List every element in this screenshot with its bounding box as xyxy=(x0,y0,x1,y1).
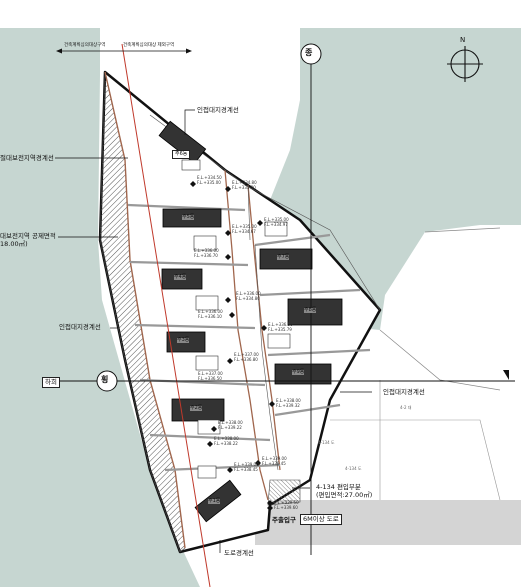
adjacent-boundary-label-right: 인접대지경계선 xyxy=(383,388,425,396)
elevation-label: F.L.+334.67 xyxy=(232,229,256,234)
brown-site-edge xyxy=(104,71,186,549)
elevation-label: E.L.+335.00 xyxy=(232,224,257,229)
parcel-note: 4-2 대 xyxy=(400,405,412,410)
elevation-label: F.L.+339.22 xyxy=(218,425,242,430)
elevation-label: E.L.+339.50 xyxy=(274,500,299,505)
zone-arrow-right xyxy=(186,48,192,54)
road-boundary-label: 도로경계선 xyxy=(224,549,254,557)
elevation-label: E.L.+337.00 xyxy=(198,371,223,376)
deduction-label-1: 대보전지역 공제면적 xyxy=(0,232,56,240)
entrance-label: 주출입구 xyxy=(272,516,296,524)
leader-lines xyxy=(55,109,372,553)
compass-label: N xyxy=(460,36,466,44)
elevation-label: F.L.+334.80 xyxy=(236,296,260,301)
elevation-label: F.L.+339.60 xyxy=(274,505,298,510)
zone-arrow-left xyxy=(56,48,62,54)
adjacent-boundary-label-top: 인접대지경계선 xyxy=(197,106,239,114)
elevation-label: E.L.+339.00 xyxy=(262,456,287,461)
green-zone-right xyxy=(270,28,521,330)
elevation-label: F.L.+336.70 xyxy=(194,253,218,258)
elevation-label: F.L.+336.80 xyxy=(234,357,258,362)
central-path-1 xyxy=(224,169,269,501)
elevation-label: F.L.+335.00 xyxy=(197,180,221,185)
north-compass-icon xyxy=(447,46,483,82)
elevation-label: F.L.+338.22 xyxy=(214,441,238,446)
site-name-badge: 하희 xyxy=(42,377,60,388)
vertical-axis-marker xyxy=(300,43,322,65)
elevation-label: F.L.+339.32 xyxy=(276,403,300,408)
horizontal-axis-marker xyxy=(96,370,118,392)
building-label: 주3동 xyxy=(177,337,190,343)
hatch-strip-annex xyxy=(267,479,301,506)
central-path-2 xyxy=(247,184,281,471)
elevation-markers xyxy=(190,181,275,511)
elevation-label: E.L.+336.50 xyxy=(268,322,293,327)
adjacent-boundary-label-left: 인접대지경계선 xyxy=(59,323,101,331)
elevation-label: F.L.+335.79 xyxy=(268,327,292,332)
building-label: 주1동 xyxy=(208,498,221,504)
elevation-label: F.L.+336.50 xyxy=(198,376,222,381)
annex-label-2: (편입면적:27.00㎡) xyxy=(316,491,373,499)
elevation-label: E.L.+336.00 xyxy=(198,309,223,314)
green-zone-left xyxy=(0,28,200,587)
absolute-zone-label: 절대보전지역경계선 xyxy=(0,154,54,162)
zone-divider-line xyxy=(121,43,211,587)
annex-label-1: 4-134 편입부분 xyxy=(316,483,361,491)
elevation-label: E.L.+335.00 xyxy=(264,217,289,222)
building-label: 주7동 xyxy=(277,254,290,260)
elevation-label: F.L.+339.45 xyxy=(262,461,286,466)
horizontal-axis-label: 횡 xyxy=(101,375,109,384)
elevation-label: E.L.+338.00 xyxy=(276,398,301,403)
road-area xyxy=(255,500,521,545)
building-label: 주6동 xyxy=(172,150,191,159)
elevation-label: F.L.+336.10 xyxy=(198,314,222,319)
elevation-label: E.L.+334.50 xyxy=(197,175,222,180)
deduction-label-2: 18.00㎡) xyxy=(0,240,28,248)
elevation-label: E.L.+337.00 xyxy=(234,352,259,357)
elevation-label: E.L.+336.00 xyxy=(194,248,219,253)
zone-label-right: 건축계획심의대상 제외구역 xyxy=(123,43,175,48)
road-label: 6M이상 도로 xyxy=(300,514,342,525)
parcel-note: 4-134 도 xyxy=(345,466,362,471)
elevation-label: F.L.+334.97 xyxy=(264,222,288,227)
building-label: 주5동 xyxy=(182,214,195,220)
building-rect xyxy=(158,120,207,164)
axis-end-mark xyxy=(503,370,509,380)
building-label: 주4동 xyxy=(174,274,187,280)
elevation-label: E.L.+338.00 xyxy=(214,436,239,441)
elevation-label: E.L.+339.00 xyxy=(234,462,259,467)
parcel-line-1 xyxy=(379,329,501,391)
terrace-lines xyxy=(127,203,371,472)
elevation-label: E.L.+338.00 xyxy=(218,420,243,425)
elevation-label: F.L.+338.45 xyxy=(234,467,258,472)
zone-label-left: 건축계획심의대상구역 xyxy=(64,43,106,48)
parcel-note: 4-134 도 xyxy=(318,440,335,445)
elevation-label: E.L.+336.00 xyxy=(236,291,261,296)
elevation-label: E.L.+334.80 xyxy=(232,180,257,185)
building-label: 주9동 xyxy=(292,369,305,375)
elevation-label: F.L.+335.30 xyxy=(232,185,256,190)
vertical-axis-label: 종 xyxy=(305,48,313,57)
building-label: 주2동 xyxy=(190,405,203,411)
parcel-line-2 xyxy=(424,227,501,233)
building-label: 주8동 xyxy=(304,307,317,313)
